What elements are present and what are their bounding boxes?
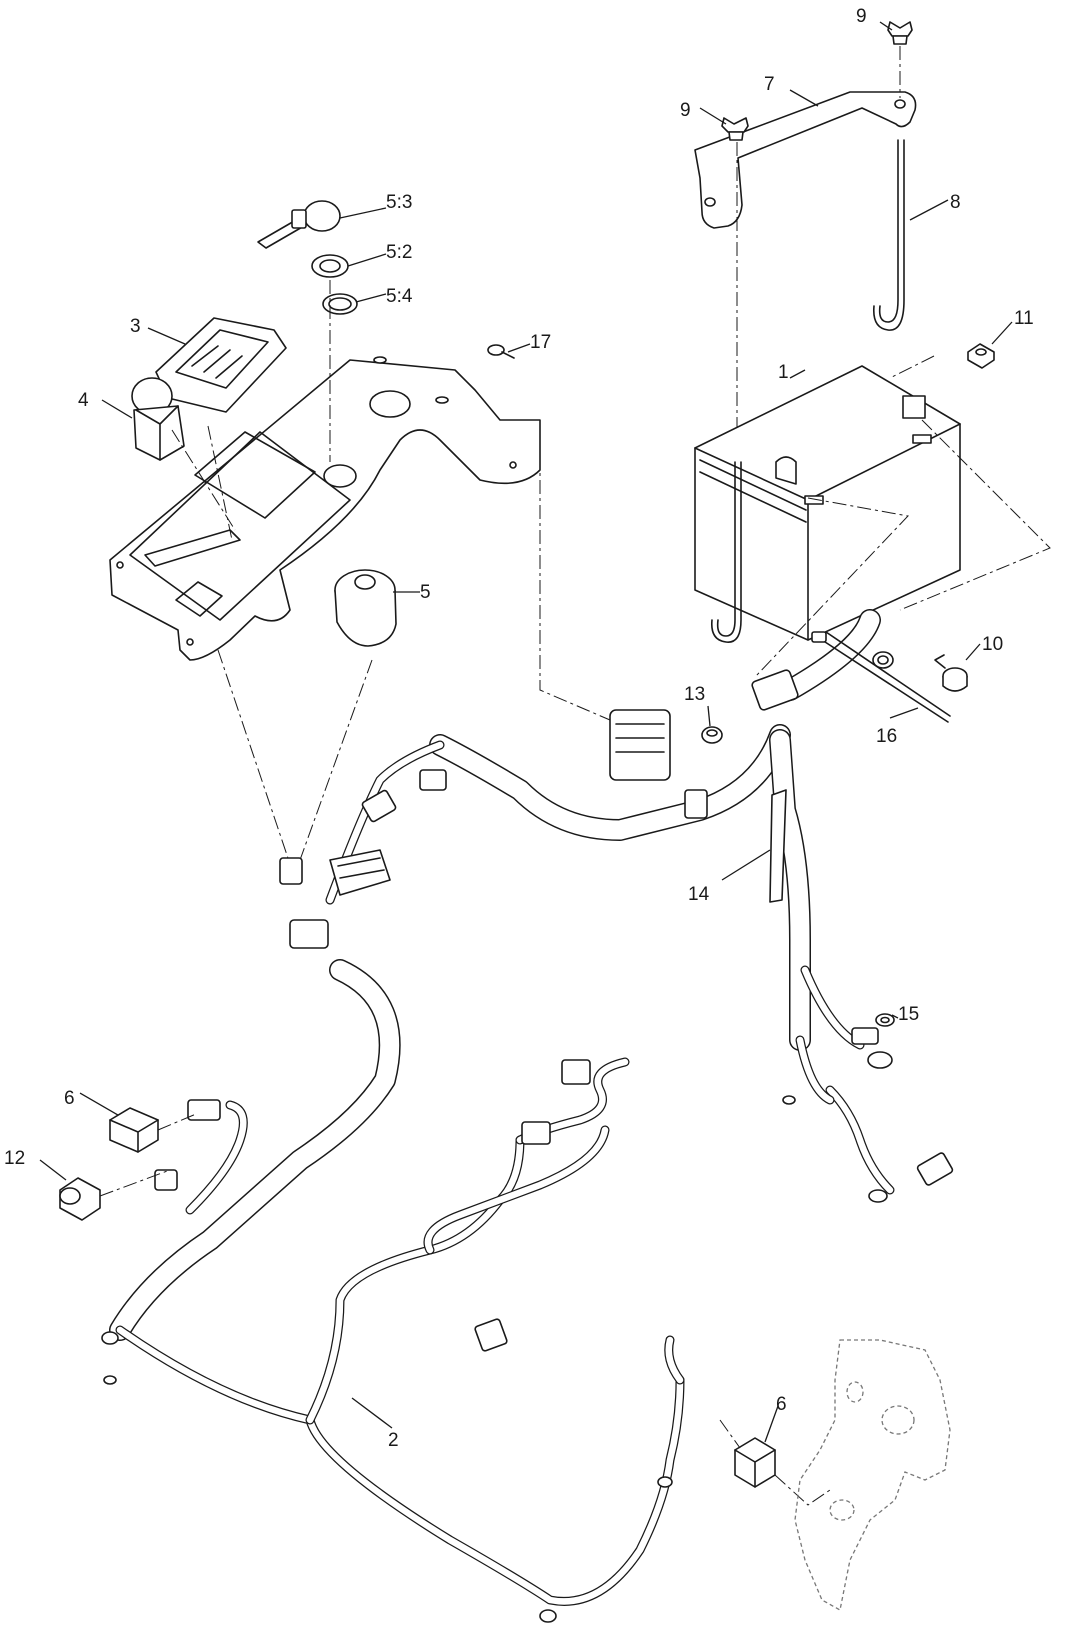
battery — [694, 365, 961, 643]
harness-connectors — [101, 651, 954, 1623]
cable-tie — [811, 631, 951, 723]
ignition-switch — [334, 569, 397, 647]
callout-1: 1 — [778, 362, 789, 383]
callout-5-4: 5:4 — [386, 286, 413, 307]
callout-6-top: 6 — [64, 1088, 75, 1109]
callout-9-top: 9 — [856, 6, 867, 27]
callout-5-3: 5:3 — [386, 192, 412, 213]
ignition-key — [257, 200, 341, 249]
tie-strap — [769, 789, 787, 903]
callout-15: 15 — [898, 1004, 919, 1025]
key-nut — [322, 293, 358, 315]
leader-lines — [39, 21, 1013, 1443]
display-module — [155, 317, 287, 413]
callout-4: 4 — [78, 390, 89, 411]
callout-16: 16 — [876, 726, 897, 747]
push-switch — [131, 377, 185, 461]
hold-down-rod — [872, 139, 905, 331]
terminal-bolt — [934, 654, 968, 692]
callout-8: 8 — [950, 192, 961, 213]
callout-9-left: 9 — [680, 100, 691, 121]
terminal-washer — [875, 1013, 895, 1027]
terminal-nut — [967, 343, 995, 369]
callout-10: 10 — [982, 634, 1003, 655]
callout-14: 14 — [688, 884, 710, 905]
relay-bottom — [734, 1437, 776, 1488]
callout-6-bottom: 6 — [776, 1394, 787, 1415]
callout-5: 5 — [420, 582, 431, 603]
key-washer — [311, 254, 349, 278]
relay-top — [109, 1107, 159, 1153]
callout-12: 12 — [4, 1148, 25, 1169]
wing-nut-left — [721, 117, 749, 141]
flange-nut — [701, 726, 723, 744]
wing-nut-top — [887, 21, 913, 45]
callout-5-2: 5:2 — [386, 242, 412, 263]
callout-7: 7 — [764, 74, 775, 95]
frame-bracket-phantom — [794, 1339, 951, 1612]
diode — [59, 1177, 101, 1221]
control-panel-plate — [109, 356, 541, 661]
hold-down-bracket — [694, 91, 917, 229]
callout-2: 2 — [388, 1430, 399, 1451]
panel-screw — [487, 344, 515, 359]
callout-3: 3 — [130, 316, 141, 337]
callout-13: 13 — [684, 684, 705, 705]
callout-11: 11 — [1014, 308, 1034, 329]
callout-17: 17 — [530, 332, 551, 353]
